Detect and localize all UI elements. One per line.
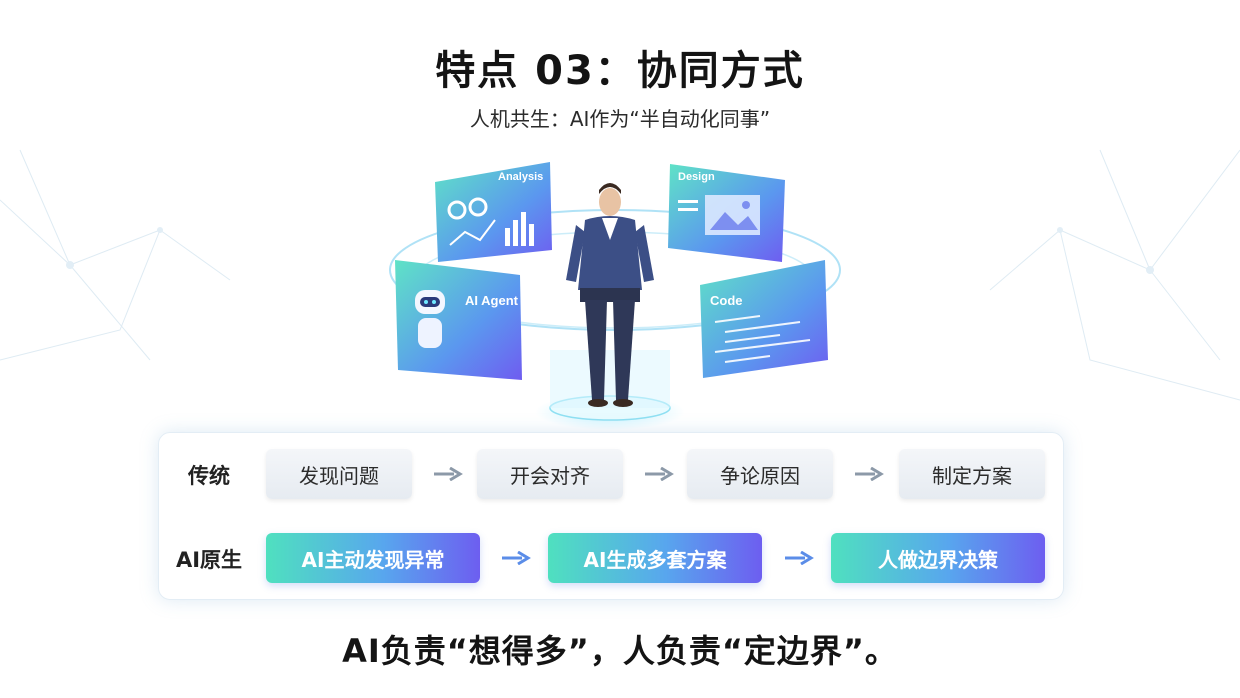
ai-native-label: AI原生	[175, 548, 243, 572]
arrow-right-icon	[785, 551, 814, 565]
arrow-right-icon	[502, 551, 531, 565]
traditional-step-2: 开会对齐	[477, 449, 623, 499]
arrow-right-icon	[855, 467, 884, 481]
design-card: Design	[668, 164, 785, 262]
hero-illustration: Analysis Design AI Agent Code	[389, 162, 841, 430]
traditional-row: 传统 发现问题 开会对齐 争论原因 制定方案	[159, 446, 1063, 502]
ai-native-step-3: 人做边界决策	[831, 533, 1045, 583]
robot-icon	[415, 290, 445, 348]
traditional-label: 传统	[188, 464, 230, 488]
ai-native-step-1: AI主动发现异常	[266, 533, 480, 583]
code-card-label: Code	[710, 293, 743, 308]
traditional-step-1: 发现问题	[266, 449, 412, 499]
workflow-comparison-panel: 传统 发现问题 开会对齐 争论原因 制定方案 AI原生 AI主动发现异常 AI生…	[158, 432, 1064, 600]
ai-agent-card-label: AI Agent	[465, 293, 519, 308]
arrow-right-icon	[434, 467, 463, 481]
ai-agent-card: AI Agent	[395, 260, 522, 380]
analysis-card-label: Analysis	[498, 171, 543, 183]
code-card: Code	[700, 260, 828, 378]
traditional-step-3: 争论原因	[687, 449, 833, 499]
traditional-step-4: 制定方案	[899, 449, 1045, 499]
arrow-right-icon	[645, 467, 674, 481]
footer-tagline: AI负责“想得多”，人负责“定边界”。	[342, 632, 898, 670]
ai-native-step-2: AI生成多套方案	[548, 533, 762, 583]
page-title: 特点 03：协同方式	[435, 48, 805, 94]
businessman-icon	[566, 183, 654, 407]
ai-native-row: AI原生 AI主动发现异常 AI生成多套方案 人做边界决策	[159, 530, 1063, 586]
design-card-label: Design	[678, 171, 715, 183]
analysis-card: Analysis	[435, 162, 552, 262]
page-subtitle: 人机共生：AI作为“半自动化同事”	[469, 107, 771, 131]
